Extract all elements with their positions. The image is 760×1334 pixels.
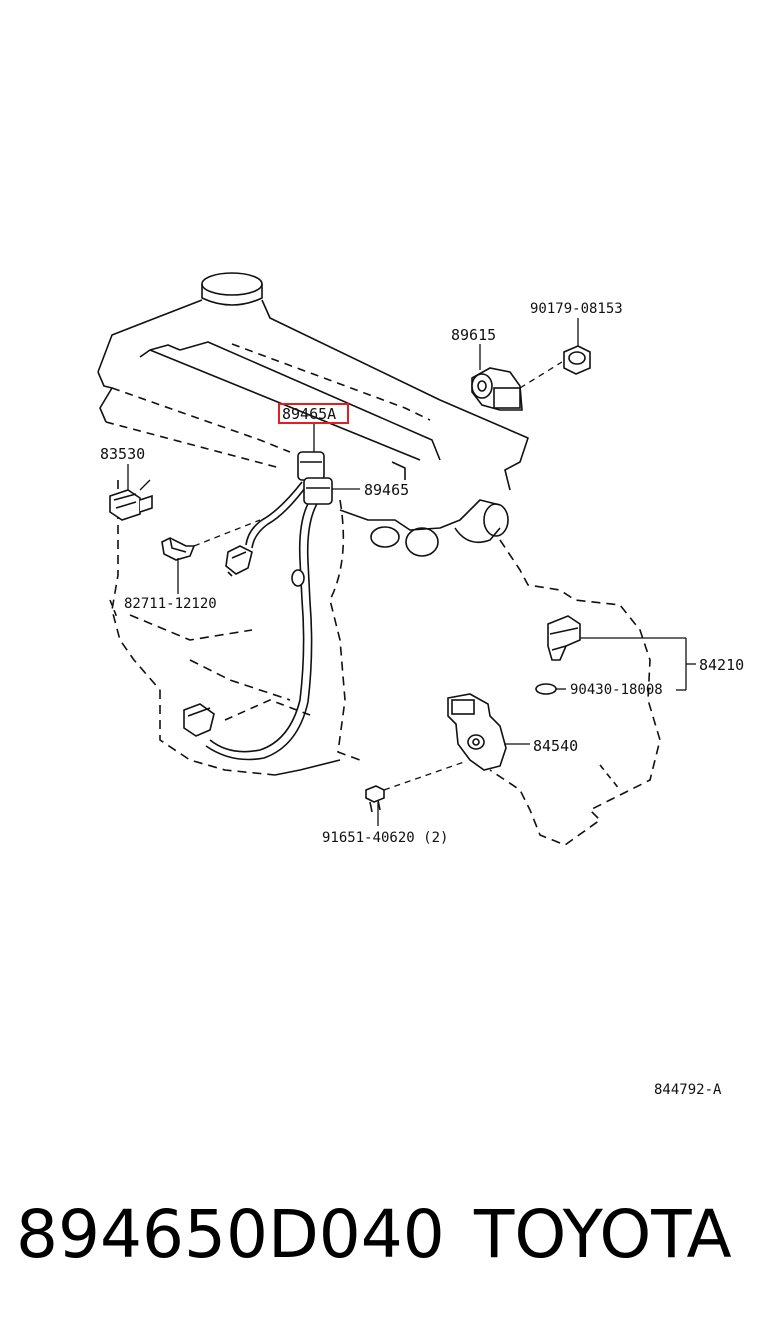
label-84540[interactable]: 84540 bbox=[533, 737, 578, 755]
label-89615[interactable]: 89615 bbox=[451, 326, 496, 344]
highlight-box bbox=[278, 403, 349, 424]
label-84210[interactable]: 84210 bbox=[699, 656, 744, 674]
engine-block-outline bbox=[97, 272, 661, 846]
oxygen-sensor-89465[interactable] bbox=[183, 477, 333, 737]
label-89465[interactable]: 89465 bbox=[364, 481, 409, 499]
sensor-wiring bbox=[205, 481, 319, 761]
figure-code: 844792-A bbox=[654, 1082, 722, 1098]
neutral-start-switch-84540[interactable] bbox=[447, 693, 507, 771]
label-82711[interactable]: 82711-12120 bbox=[124, 596, 217, 612]
label-83530[interactable]: 83530 bbox=[100, 445, 145, 463]
nut-90179[interactable] bbox=[563, 345, 591, 375]
leader-lines bbox=[127, 318, 696, 826]
knock-sensor-89615[interactable] bbox=[471, 367, 523, 411]
switch-84210[interactable] bbox=[535, 615, 581, 695]
bolt-91651[interactable] bbox=[365, 785, 385, 813]
oxygen-sensor-89465A[interactable] bbox=[225, 451, 325, 577]
label-89465A[interactable]: 89465A bbox=[282, 405, 336, 423]
brand-name: TOYOTA bbox=[474, 1196, 732, 1273]
footer: 894650D040 TOYOTA bbox=[0, 1185, 760, 1285]
callout-labels: 89465A 89465 89615 90179-08153 83530 827… bbox=[100, 301, 744, 1098]
label-90179[interactable]: 90179-08153 bbox=[530, 301, 623, 317]
part-number: 894650D040 bbox=[16, 1196, 445, 1273]
clamp-82711[interactable] bbox=[161, 537, 196, 561]
label-91651[interactable]: 91651-40620 (2) bbox=[322, 830, 448, 846]
oil-pressure-switch-83530[interactable] bbox=[109, 489, 153, 521]
label-90430[interactable]: 90430-18008 bbox=[570, 682, 663, 698]
